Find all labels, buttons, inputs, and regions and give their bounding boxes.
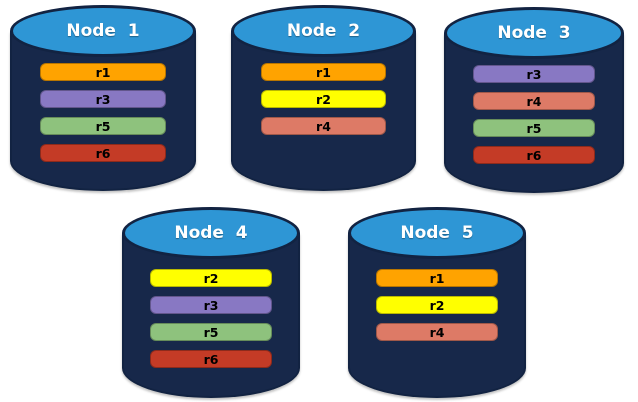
node-1-cylinder-body (10, 31, 196, 191)
node-4-cylinder: Node 4 r2 r3 r5 r6 (122, 207, 300, 398)
node-3-cylinder: Node 3 r3 r4 r5 r6 (444, 7, 624, 193)
node-4-replica-r3: r3 (150, 296, 272, 314)
node-3-replica-r3: r3 (472, 65, 596, 83)
node-3-cylinder-top: Node 3 (444, 7, 624, 59)
node-1-replica-r6: r6 (39, 144, 167, 162)
node-2-replica-r1: r1 (260, 63, 387, 81)
node-5-cylinder-body (348, 233, 526, 398)
node-5-replica-list: r1 r2 r4 (348, 269, 526, 341)
node-2-cylinder-body (231, 31, 416, 191)
node-2-title: Node 2 (286, 21, 361, 41)
node-1-replica-r1: r1 (39, 63, 167, 81)
node-5-cylinder: Node 5 r1 r2 r4 (348, 207, 526, 398)
node-3-cylinder-body (444, 33, 624, 193)
node-3-replica-list: r3 r4 r5 r6 (444, 65, 624, 164)
node-4-replica-r5: r5 (150, 323, 272, 341)
node-1-cylinder-top: Node 1 (10, 5, 196, 57)
node-5-cylinder-top: Node 5 (348, 207, 526, 259)
node-2-cylinder: Node 2 r1 r2 r4 (231, 5, 416, 191)
node-5-replica-r2: r2 (376, 296, 498, 314)
node-1-cylinder: Node 1 r1 r3 r5 r6 (10, 5, 196, 191)
node-3-title: Node 3 (497, 23, 571, 43)
node-1-replica-list: r1 r3 r5 r6 (10, 63, 196, 162)
node-4-replica-r6: r6 (150, 350, 272, 368)
node-3-replica-r6: r6 (472, 146, 596, 164)
node-2-replica-r2: r2 (260, 90, 387, 108)
node-4-replica-list: r2 r3 r5 r6 (122, 269, 300, 368)
node-5-replica-r4: r4 (376, 323, 498, 341)
node-2-replica-r4: r4 (260, 117, 387, 135)
node-2-cylinder-top: Node 2 (231, 5, 416, 57)
node-1-replica-r5: r5 (39, 117, 167, 135)
node-4-cylinder-top: Node 4 (122, 207, 300, 259)
node-5-replica-r1: r1 (376, 269, 498, 287)
node-4-replica-r2: r2 (150, 269, 272, 287)
node-4-cylinder-body (122, 233, 300, 398)
node-3-replica-r4: r4 (472, 92, 596, 110)
node-1-title: Node 1 (66, 21, 140, 41)
node-1-replica-r3: r3 (39, 90, 167, 108)
node-4-title: Node 4 (174, 223, 248, 243)
node-3-replica-r5: r5 (472, 119, 596, 137)
node-5-title: Node 5 (400, 223, 474, 243)
node-2-replica-list: r1 r2 r4 (231, 63, 416, 135)
